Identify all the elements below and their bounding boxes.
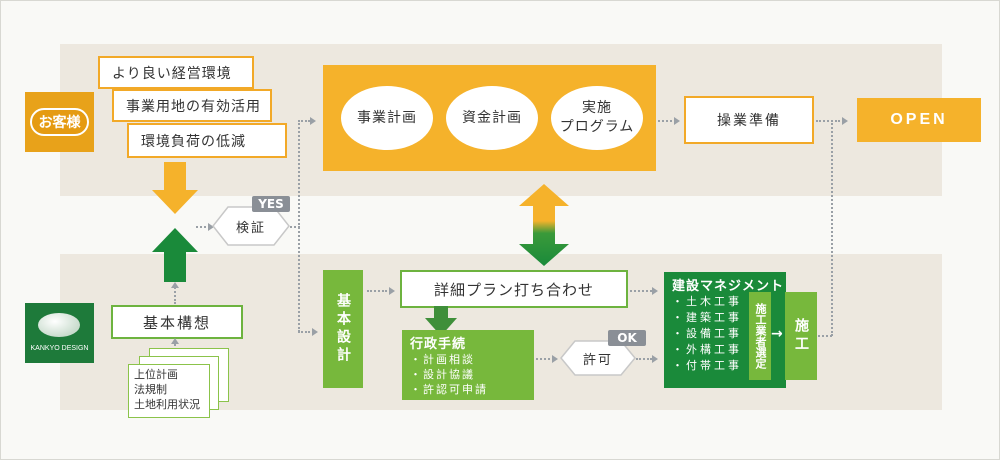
client-label-pill: お客様 — [30, 108, 89, 136]
construction-mgmt-item: ・設備工事 — [672, 327, 742, 340]
feedback-double-arrow — [519, 184, 569, 266]
detail-plan-box: 詳細プラン打ち合わせ — [400, 270, 628, 308]
dotted-connector — [367, 290, 387, 292]
document-item: 土地利用状況 — [134, 398, 200, 411]
permit-label: 許可 — [582, 352, 613, 368]
connector-chevron-icon — [171, 338, 179, 344]
need-tile-2: 事業用地の有効活用 — [112, 89, 272, 122]
need-label: 環境負荷の低減 — [141, 133, 246, 150]
dotted-connector — [536, 358, 554, 360]
dotted-connector — [818, 335, 832, 337]
construction-box: 施工 — [785, 292, 817, 380]
dotted-connector — [816, 120, 840, 122]
admin-item: ・設計協議 — [410, 368, 475, 381]
needs-down-arrow — [152, 162, 198, 214]
construction-label: 施工 — [793, 318, 809, 354]
contractor-selection-label: 施工業者選定 — [754, 303, 767, 369]
plan-ellipse-1: 事業計画 — [341, 86, 433, 150]
admin-box: 行政手続 ・計画相談 ・設計協議 ・許認可申請 — [402, 330, 534, 400]
dotted-connector — [636, 358, 652, 360]
dotted-connector — [658, 120, 672, 122]
basic-concept-box: 基本構想 — [111, 305, 243, 339]
dotted-connector — [831, 120, 833, 336]
ok-badge: OK — [608, 330, 646, 346]
admin-item: ・許認可申請 — [410, 383, 488, 396]
connector-chevron-icon — [674, 117, 680, 125]
connector-chevron-icon — [652, 287, 658, 295]
need-tile-3: 環境負荷の低減 — [127, 123, 287, 158]
client-logo: お客様 — [25, 92, 94, 152]
document-sheet: 上位計画 法規制 土地利用状況 — [128, 364, 210, 418]
dotted-connector — [298, 331, 310, 333]
connector-chevron-icon — [171, 282, 179, 288]
admin-item: ・計画相談 — [410, 353, 475, 366]
construction-mgmt-item: ・付帯工事 — [672, 359, 742, 372]
construction-mgmt-item: ・外構工事 — [672, 343, 742, 356]
dotted-connector — [290, 226, 300, 228]
basic-concept-label: 基本構想 — [142, 313, 211, 332]
document-item: 法規制 — [134, 383, 167, 396]
open-box: OPEN — [857, 98, 981, 142]
open-label: OPEN — [890, 111, 948, 128]
plan-label: 事業計画 — [357, 109, 417, 126]
need-label: 事業用地の有効活用 — [126, 98, 261, 115]
concept-up-arrow — [152, 228, 198, 282]
detail-plan-label: 詳細プラン打ち合わせ — [433, 280, 594, 299]
connector-chevron-icon — [652, 355, 658, 363]
yes-badge: YES — [252, 196, 290, 212]
admin-title: 行政手続 — [410, 337, 467, 352]
basic-design-box: 基本設計 — [323, 270, 363, 388]
operation-prep-label: 操業準備 — [717, 113, 781, 129]
construction-mgmt-item: ・建築工事 — [672, 311, 742, 324]
need-tile-1: より良い経営環境 — [98, 56, 254, 89]
connector-chevron-icon — [389, 287, 395, 295]
connector-chevron-icon — [310, 117, 316, 125]
plan-ellipse-3: 実施 プログラム — [551, 86, 643, 150]
connector-chevron-icon — [312, 328, 318, 336]
company-name: KANKYO DESIGN — [30, 345, 89, 352]
dotted-connector — [630, 290, 652, 292]
plan-label: 実施 プログラム — [559, 100, 635, 135]
client-label: お客様 — [38, 115, 81, 131]
document-item: 上位計画 — [134, 368, 178, 381]
need-label: より良い経営環境 — [112, 65, 232, 82]
basic-design-label: 基本設計 — [335, 293, 351, 365]
connector-chevron-icon — [552, 355, 558, 363]
verify-label: 検証 — [235, 220, 266, 236]
arrow-right-icon: → — [771, 326, 783, 342]
dotted-connector — [196, 226, 210, 228]
plan-ellipse-2: 資金計画 — [446, 86, 538, 150]
company-ellipse-icon — [38, 313, 80, 337]
dotted-connector — [174, 284, 176, 304]
dotted-connector — [174, 340, 176, 350]
connector-chevron-icon — [208, 223, 214, 231]
plan-label: 資金計画 — [462, 109, 522, 126]
connector-chevron-icon — [842, 117, 848, 125]
construction-mgmt-item: ・土木工事 — [672, 295, 742, 308]
contractor-selection-box: 施工業者選定 — [749, 292, 771, 380]
dotted-connector — [298, 120, 310, 122]
detail-down-arrow — [425, 306, 457, 336]
company-logo: KANKYO DESIGN — [25, 303, 94, 363]
dotted-connector — [298, 120, 300, 332]
operation-prep-box: 操業準備 — [684, 96, 814, 144]
construction-mgmt-title: 建設マネジメント — [672, 279, 785, 294]
